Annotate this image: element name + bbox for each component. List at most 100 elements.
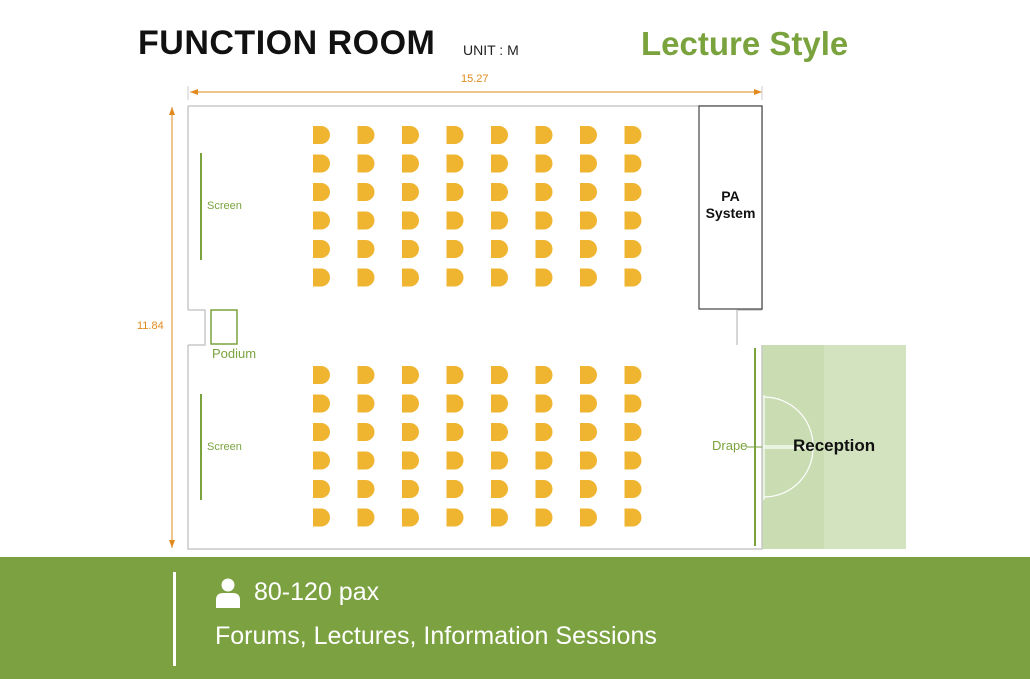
- chair: [535, 366, 553, 384]
- chair: [446, 423, 464, 441]
- chair: [446, 126, 464, 144]
- reception-label: Reception: [793, 436, 876, 455]
- chair: [313, 240, 330, 258]
- chair: [580, 154, 597, 173]
- chair: [357, 183, 375, 201]
- chair: [402, 508, 419, 527]
- chair: [624, 480, 642, 498]
- chair: [535, 423, 553, 441]
- chair: [357, 240, 375, 258]
- pa-label-line1: PA: [721, 188, 740, 204]
- layout-style-title: Lecture Style: [641, 25, 849, 62]
- chair: [624, 394, 642, 413]
- chair: [535, 480, 553, 498]
- chair: [357, 366, 375, 384]
- chair: [446, 394, 464, 413]
- chair: [624, 240, 642, 258]
- chair: [624, 451, 642, 470]
- screen-bottom-label: Screen: [207, 441, 242, 453]
- chair: [491, 211, 509, 230]
- chair: [491, 451, 509, 470]
- width-dimension-label: 15.27: [461, 73, 489, 85]
- chair: [402, 211, 419, 230]
- chair: [491, 268, 509, 287]
- chair: [357, 126, 375, 144]
- left-alcove: [188, 309, 206, 346]
- footer-divider: [173, 572, 176, 666]
- chair: [402, 240, 419, 258]
- chair: [446, 508, 464, 527]
- chair: [313, 268, 330, 287]
- chair: [535, 268, 553, 287]
- width-dimension: [187, 86, 763, 100]
- chair: [580, 451, 597, 470]
- reception-inner-area: [762, 345, 824, 549]
- chair: [357, 268, 375, 287]
- chair: [446, 211, 464, 230]
- chair: [491, 366, 508, 384]
- chair: [357, 480, 375, 498]
- chair: [402, 394, 419, 413]
- chair: [491, 423, 508, 441]
- chair: [580, 423, 597, 441]
- chair: [580, 268, 597, 287]
- chair: [535, 240, 553, 258]
- chair: [402, 183, 419, 201]
- chair: [313, 451, 330, 470]
- drape-label: Drape: [712, 438, 748, 453]
- room-outline: [187, 105, 763, 550]
- chair: [580, 126, 597, 144]
- chair: [624, 508, 642, 527]
- chair: [535, 394, 553, 413]
- chair: [402, 423, 419, 441]
- chair: [313, 423, 330, 441]
- floor-plan: [169, 86, 906, 550]
- chair: [357, 211, 375, 230]
- unit-label: UNIT : M: [463, 42, 519, 58]
- chair: [580, 240, 597, 258]
- door-arc-top: [763, 396, 814, 447]
- podium: [210, 309, 238, 345]
- door-arc-bottom: [763, 447, 814, 498]
- screen-top-label: Screen: [207, 200, 242, 212]
- chair: [580, 183, 597, 201]
- chair: [357, 451, 375, 470]
- chair: [446, 154, 464, 173]
- chair: [535, 451, 553, 470]
- chair: [580, 394, 597, 413]
- chair: [446, 480, 464, 498]
- chair: [535, 508, 553, 527]
- chair: [357, 394, 375, 413]
- chair: [535, 154, 553, 173]
- usage-text: Forums, Lectures, Information Sessions: [215, 622, 657, 650]
- pa-system-label: PA System: [699, 188, 762, 222]
- chair: [313, 508, 330, 527]
- chair: [313, 126, 330, 144]
- chair: [535, 183, 553, 201]
- chair: [535, 211, 553, 230]
- chair: [446, 183, 464, 201]
- chair: [491, 480, 508, 498]
- chair: [446, 451, 464, 470]
- chair: [580, 480, 597, 498]
- chair: [624, 211, 642, 230]
- pa-label-line2: System: [705, 205, 756, 221]
- chair: [624, 126, 642, 144]
- chair: [491, 240, 508, 258]
- chair: [624, 423, 642, 441]
- chair: [446, 366, 464, 384]
- info-footer: [0, 557, 1030, 679]
- chair: [491, 126, 508, 144]
- chair: [357, 423, 375, 441]
- chair: [446, 240, 464, 258]
- capacity-text: 80-120 pax: [254, 578, 380, 606]
- chair: [402, 480, 419, 498]
- chair: [580, 211, 597, 230]
- chair: [624, 183, 642, 201]
- chair: [402, 268, 419, 287]
- chair: [624, 366, 642, 384]
- chair: [580, 366, 597, 384]
- height-dimension-label: 11.84: [137, 320, 164, 332]
- chair: [357, 154, 375, 173]
- chair: [313, 394, 330, 413]
